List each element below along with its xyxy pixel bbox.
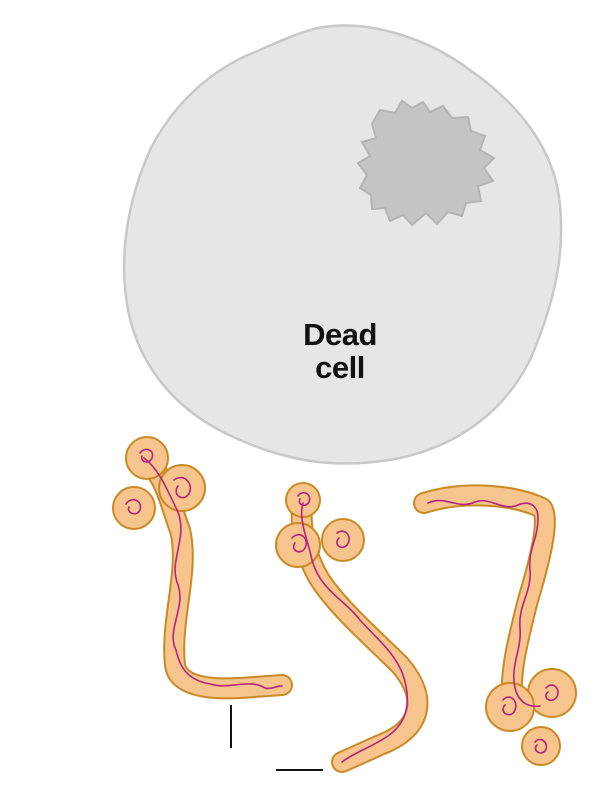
virion-right-loop-mid xyxy=(485,682,535,732)
virion-middle-genome-loop-c xyxy=(336,530,350,549)
virion-middle-loop-right xyxy=(321,518,365,562)
virion-left-loop-top xyxy=(125,436,169,480)
virion-right-genome-loop-c xyxy=(534,738,548,754)
virion-middle-loop-left xyxy=(275,522,321,568)
virion-left xyxy=(112,436,293,700)
virion-left-genome-loop-b xyxy=(173,476,192,499)
virion-right-tube-fill xyxy=(415,486,554,709)
dead-cell-label-line2: cell xyxy=(315,350,365,385)
virion-left-loop-mid xyxy=(158,464,206,512)
virion-right-loop-top xyxy=(527,668,577,718)
condensed-nucleus xyxy=(356,99,496,227)
virion-middle xyxy=(275,482,429,773)
virion-right-genome-loop-a xyxy=(545,684,559,702)
dead-cell-label: Dead cell xyxy=(280,318,400,384)
virion-middle-genome-loop-a xyxy=(297,491,311,507)
dead-cell-body xyxy=(122,24,563,465)
virion-middle-genome xyxy=(300,502,409,763)
virion-middle-loop-top xyxy=(285,482,321,518)
virion-right xyxy=(413,484,577,766)
virion-right-genome-loop-b xyxy=(502,696,517,716)
virion-middle-genome-loop-b xyxy=(291,533,307,553)
virion-left-genome xyxy=(143,457,283,690)
virion-right-loop-bottom xyxy=(521,726,561,766)
virion-left-loop-side xyxy=(112,486,156,530)
virion-right-genome xyxy=(427,499,541,708)
virion-left-genome-loop-c xyxy=(125,498,142,515)
virion-left-genome-loop-a xyxy=(139,448,154,463)
dead-cell-label-line1: Dead xyxy=(303,317,377,352)
